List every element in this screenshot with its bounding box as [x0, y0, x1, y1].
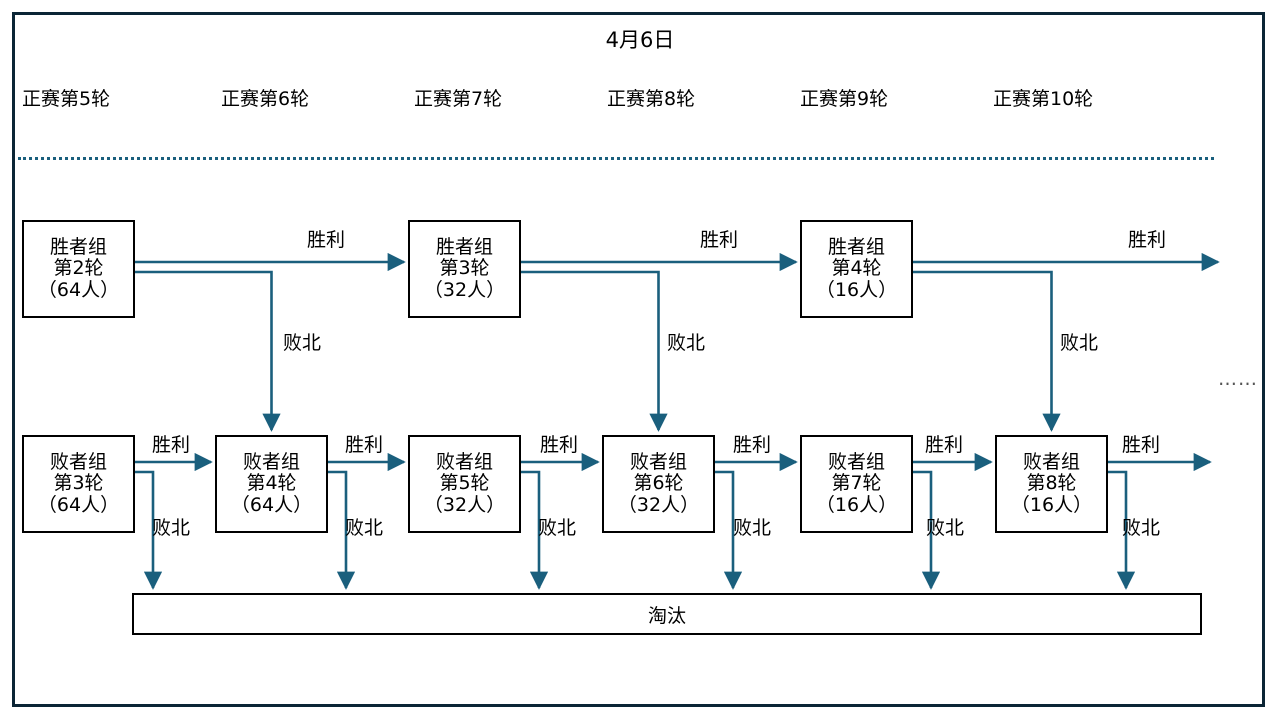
losers-node-3-count: （32人）: [423, 493, 506, 516]
lose-bottom-label-1: 败北: [152, 517, 191, 539]
elimination-label: 淘汰: [647, 604, 686, 627]
win-top-label-3: 胜利: [1128, 229, 1167, 251]
winners-node-2-count: （32人）: [423, 278, 506, 301]
losers-node-2-round: 第4轮: [246, 472, 297, 495]
losers-node-4-round: 第6轮: [633, 472, 684, 495]
losers-node-6[interactable]: 败者组第8轮（16人）: [995, 435, 1108, 533]
lose-top-label-1: 败北: [283, 332, 322, 354]
win-bottom-label-1: 胜利: [152, 434, 191, 456]
losers-node-2[interactable]: 败者组第4轮（64人）: [215, 435, 328, 533]
round-header-5: 正赛第9轮: [800, 88, 889, 110]
lose-bottom-label-6: 败北: [1122, 517, 1161, 539]
lose-bottom-label-4: 败北: [733, 517, 772, 539]
lose-bottom-label-5: 败北: [926, 517, 965, 539]
losers-node-3-round: 第5轮: [439, 472, 490, 495]
winners-node-3-count: （16人）: [815, 278, 898, 301]
winners-node-1-round: 第2轮: [53, 257, 104, 280]
lose-top-label-2: 败北: [667, 332, 706, 354]
lose-bottom-label-2: 败北: [345, 517, 384, 539]
losers-node-1-round: 第3轮: [53, 472, 104, 495]
losers-node-1-count: （64人）: [37, 493, 120, 516]
losers-node-6-group: 败者组: [1022, 451, 1080, 474]
losers-node-5-count: （16人）: [815, 493, 898, 516]
elimination-bar: 淘汰: [132, 593, 1202, 635]
losers-node-5[interactable]: 败者组第7轮（16人）: [800, 435, 913, 533]
losers-node-4[interactable]: 败者组第6轮（32人）: [602, 435, 715, 533]
win-top-label-1: 胜利: [307, 229, 346, 251]
losers-node-3-group: 败者组: [435, 451, 493, 474]
winners-node-3-round: 第4轮: [831, 257, 882, 280]
lose-bottom-label-3: 败北: [538, 517, 577, 539]
winners-node-1[interactable]: 胜者组第2轮（64人）: [22, 220, 135, 318]
losers-node-2-count: （64人）: [230, 493, 313, 516]
losers-node-1-group: 败者组: [49, 451, 107, 474]
winners-node-2-group: 胜者组: [435, 236, 493, 259]
win-bottom-label-4: 胜利: [733, 434, 772, 456]
lose-top-label-3: 败北: [1060, 332, 1099, 354]
winners-node-3[interactable]: 胜者组第4轮（16人）: [800, 220, 913, 318]
round-header-2: 正赛第6轮: [221, 88, 310, 110]
win-bottom-label-6: 胜利: [1122, 434, 1161, 456]
losers-node-6-round: 第8轮: [1026, 472, 1077, 495]
round-header-4: 正赛第8轮: [607, 88, 696, 110]
section-divider: [18, 157, 1214, 160]
win-bottom-label-3: 胜利: [540, 434, 579, 456]
losers-node-4-group: 败者组: [629, 451, 687, 474]
losers-node-2-group: 败者组: [242, 451, 300, 474]
win-top-label-2: 胜利: [700, 229, 739, 251]
round-header-6: 正赛第10轮: [993, 88, 1094, 110]
losers-node-4-count: （32人）: [617, 493, 700, 516]
winners-node-1-group: 胜者组: [49, 236, 107, 259]
win-bottom-label-5: 胜利: [925, 434, 964, 456]
winners-node-2[interactable]: 胜者组第3轮（32人）: [408, 220, 521, 318]
winners-node-3-group: 胜者组: [827, 236, 885, 259]
losers-node-1[interactable]: 败者组第3轮（64人）: [22, 435, 135, 533]
round-header-3: 正赛第7轮: [414, 88, 503, 110]
losers-node-3[interactable]: 败者组第5轮（32人）: [408, 435, 521, 533]
winners-node-2-round: 第3轮: [439, 257, 490, 280]
win-bottom-label-2: 胜利: [345, 434, 384, 456]
round-header-1: 正赛第5轮: [22, 88, 111, 110]
diagram-title: 4月6日: [605, 28, 675, 52]
losers-node-6-count: （16人）: [1010, 493, 1093, 516]
losers-node-5-round: 第7轮: [831, 472, 882, 495]
winners-node-1-count: （64人）: [37, 278, 120, 301]
continuation-ellipsis: ……: [1218, 368, 1258, 390]
losers-node-5-group: 败者组: [827, 451, 885, 474]
